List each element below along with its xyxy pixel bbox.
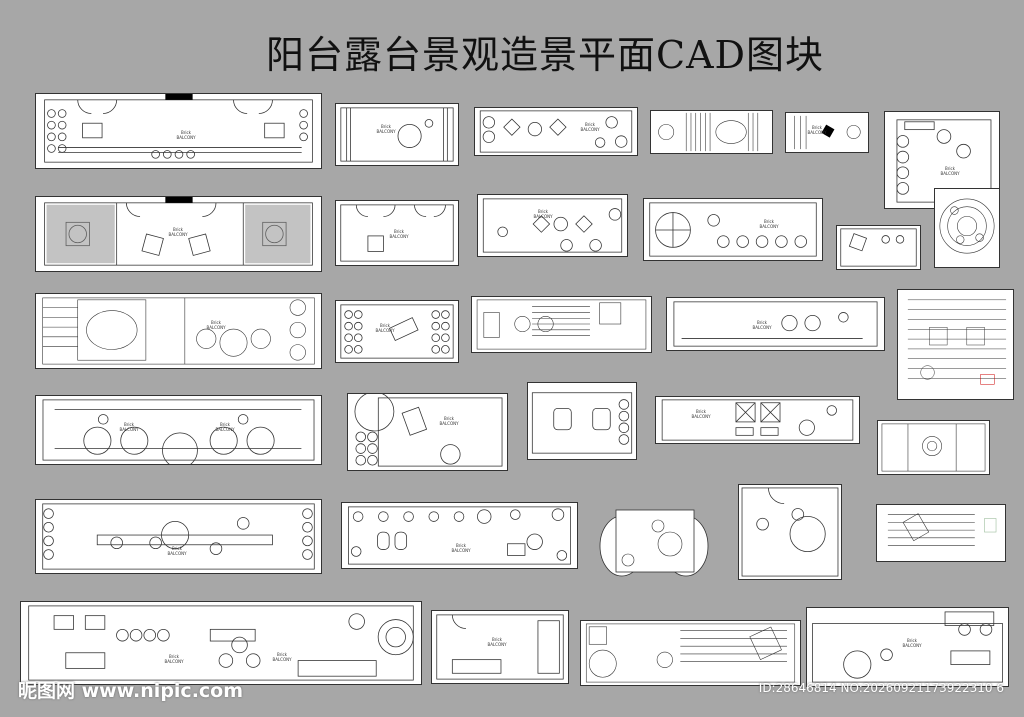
plan-drawing bbox=[741, 487, 839, 577]
plan-block[interactable]: Brick BALCONY bbox=[655, 396, 860, 444]
plan-label: Brick BALCONY bbox=[206, 320, 226, 330]
plan-block[interactable]: Brick BALCONY bbox=[35, 499, 322, 574]
plan-drawing bbox=[340, 304, 454, 359]
plan-drawing bbox=[42, 503, 315, 570]
plan-label: Brick BALCONY bbox=[375, 323, 395, 333]
plan-drawing bbox=[531, 392, 633, 454]
plan-label: Brick BALCONY bbox=[439, 416, 459, 426]
plan-block[interactable]: Brick BALCONY bbox=[35, 196, 322, 272]
plan-drawing bbox=[673, 301, 878, 347]
plan-block[interactable]: Brick BALCONY bbox=[785, 112, 869, 153]
plan-block[interactable] bbox=[527, 382, 637, 460]
plan-drawing bbox=[44, 197, 313, 266]
plan-drawing bbox=[599, 509, 709, 577]
plan-block[interactable]: Brick BALCONY bbox=[341, 502, 578, 569]
plan-drawing bbox=[812, 611, 1003, 683]
plan-drawing bbox=[482, 198, 623, 253]
plan-block[interactable]: Brick BALCONY Brick BALCONY bbox=[35, 395, 322, 465]
plan-drawing bbox=[585, 623, 796, 683]
plan-block[interactable]: Brick BALCONY bbox=[35, 93, 322, 169]
plan-label: Brick BALCONY bbox=[119, 422, 139, 432]
plan-label: Brick BALCONY bbox=[389, 229, 409, 239]
plan-drawing bbox=[887, 513, 997, 546]
plan-drawing bbox=[42, 297, 315, 365]
plan-block[interactable]: Brick BALCONY bbox=[643, 198, 823, 261]
watermark-left: 昵图网 www.nipic.com bbox=[18, 680, 244, 702]
plan-drawing bbox=[354, 394, 503, 467]
plan-label: Brick BALCONY bbox=[168, 227, 188, 237]
plan-drawing bbox=[840, 228, 917, 267]
plan-drawing bbox=[340, 107, 454, 162]
plan-block[interactable] bbox=[650, 110, 773, 154]
plan-label: Brick BALCONY bbox=[451, 543, 471, 553]
plan-label: Brick BALCONY bbox=[164, 654, 184, 664]
plan-label: Brick BALCONY bbox=[940, 166, 960, 176]
plan-drawing bbox=[42, 399, 315, 464]
plan-drawing bbox=[348, 506, 571, 565]
plan-block[interactable]: Brick BALCONY bbox=[474, 107, 638, 156]
plan-block[interactable] bbox=[598, 506, 709, 577]
plan-label: Brick BALCONY bbox=[176, 130, 196, 140]
plan-drawing bbox=[44, 94, 313, 163]
plan-block[interactable] bbox=[876, 504, 1006, 562]
plan-block[interactable] bbox=[471, 296, 652, 353]
plan-label: Brick BALCONY bbox=[487, 637, 507, 647]
plan-block[interactable]: Brick BALCONY bbox=[335, 200, 459, 266]
plan-block[interactable] bbox=[877, 420, 990, 475]
plan-block[interactable]: Brick BALCONY bbox=[431, 610, 569, 684]
plan-label: Brick BALCONY bbox=[215, 422, 235, 432]
plan-block[interactable]: Brick BALCONY bbox=[347, 393, 508, 471]
plan-block[interactable] bbox=[836, 225, 921, 270]
plan-drawing bbox=[881, 423, 986, 472]
plan-label: Brick BALCONY bbox=[272, 652, 292, 662]
plan-block[interactable]: Brick BALCONY Brick BALCONY bbox=[20, 601, 422, 685]
plan-label: Brick BALCONY bbox=[691, 409, 711, 419]
plan-block[interactable]: Brick BALCONY bbox=[806, 607, 1009, 687]
plan-drawing bbox=[939, 198, 995, 254]
plan-block[interactable] bbox=[580, 620, 801, 686]
plan-label: Brick BALCONY bbox=[902, 638, 922, 648]
plan-label: Brick BALCONY bbox=[807, 125, 827, 135]
plan-block[interactable]: Brick BALCONY bbox=[666, 297, 885, 351]
plan-drawing bbox=[907, 299, 1007, 385]
plan-drawing bbox=[340, 204, 454, 262]
plan-label: Brick BALCONY bbox=[759, 219, 779, 229]
plan-block[interactable] bbox=[897, 289, 1014, 400]
plan-block[interactable] bbox=[934, 188, 1000, 268]
page-title: 阳台露台景观造景平面CAD图块 bbox=[266, 33, 824, 77]
plan-label: Brick BALCONY bbox=[533, 209, 553, 219]
plan-drawing bbox=[476, 299, 647, 350]
plan-block[interactable] bbox=[738, 484, 842, 580]
plan-drawing bbox=[794, 115, 861, 150]
plan-drawing bbox=[658, 112, 759, 152]
plan-drawing bbox=[661, 399, 854, 441]
plan-block[interactable]: Brick BALCONY bbox=[335, 300, 459, 363]
plan-block[interactable]: Brick BALCONY bbox=[335, 103, 459, 166]
plan-label: Brick BALCONY bbox=[580, 122, 600, 132]
plan-drawing bbox=[479, 110, 633, 153]
plan-drawing bbox=[28, 605, 414, 681]
plan-block[interactable]: Brick BALCONY bbox=[35, 293, 322, 369]
plan-drawing bbox=[649, 202, 817, 257]
plan-label: Brick BALCONY bbox=[376, 124, 396, 134]
plan-drawing bbox=[436, 614, 564, 680]
watermark-right: ID:28646814 NO:20260921173922310 6 bbox=[758, 681, 1004, 695]
plan-block[interactable]: Brick BALCONY bbox=[477, 194, 628, 257]
plan-label: Brick BALCONY bbox=[167, 546, 187, 556]
plan-label: Brick BALCONY bbox=[752, 320, 772, 330]
